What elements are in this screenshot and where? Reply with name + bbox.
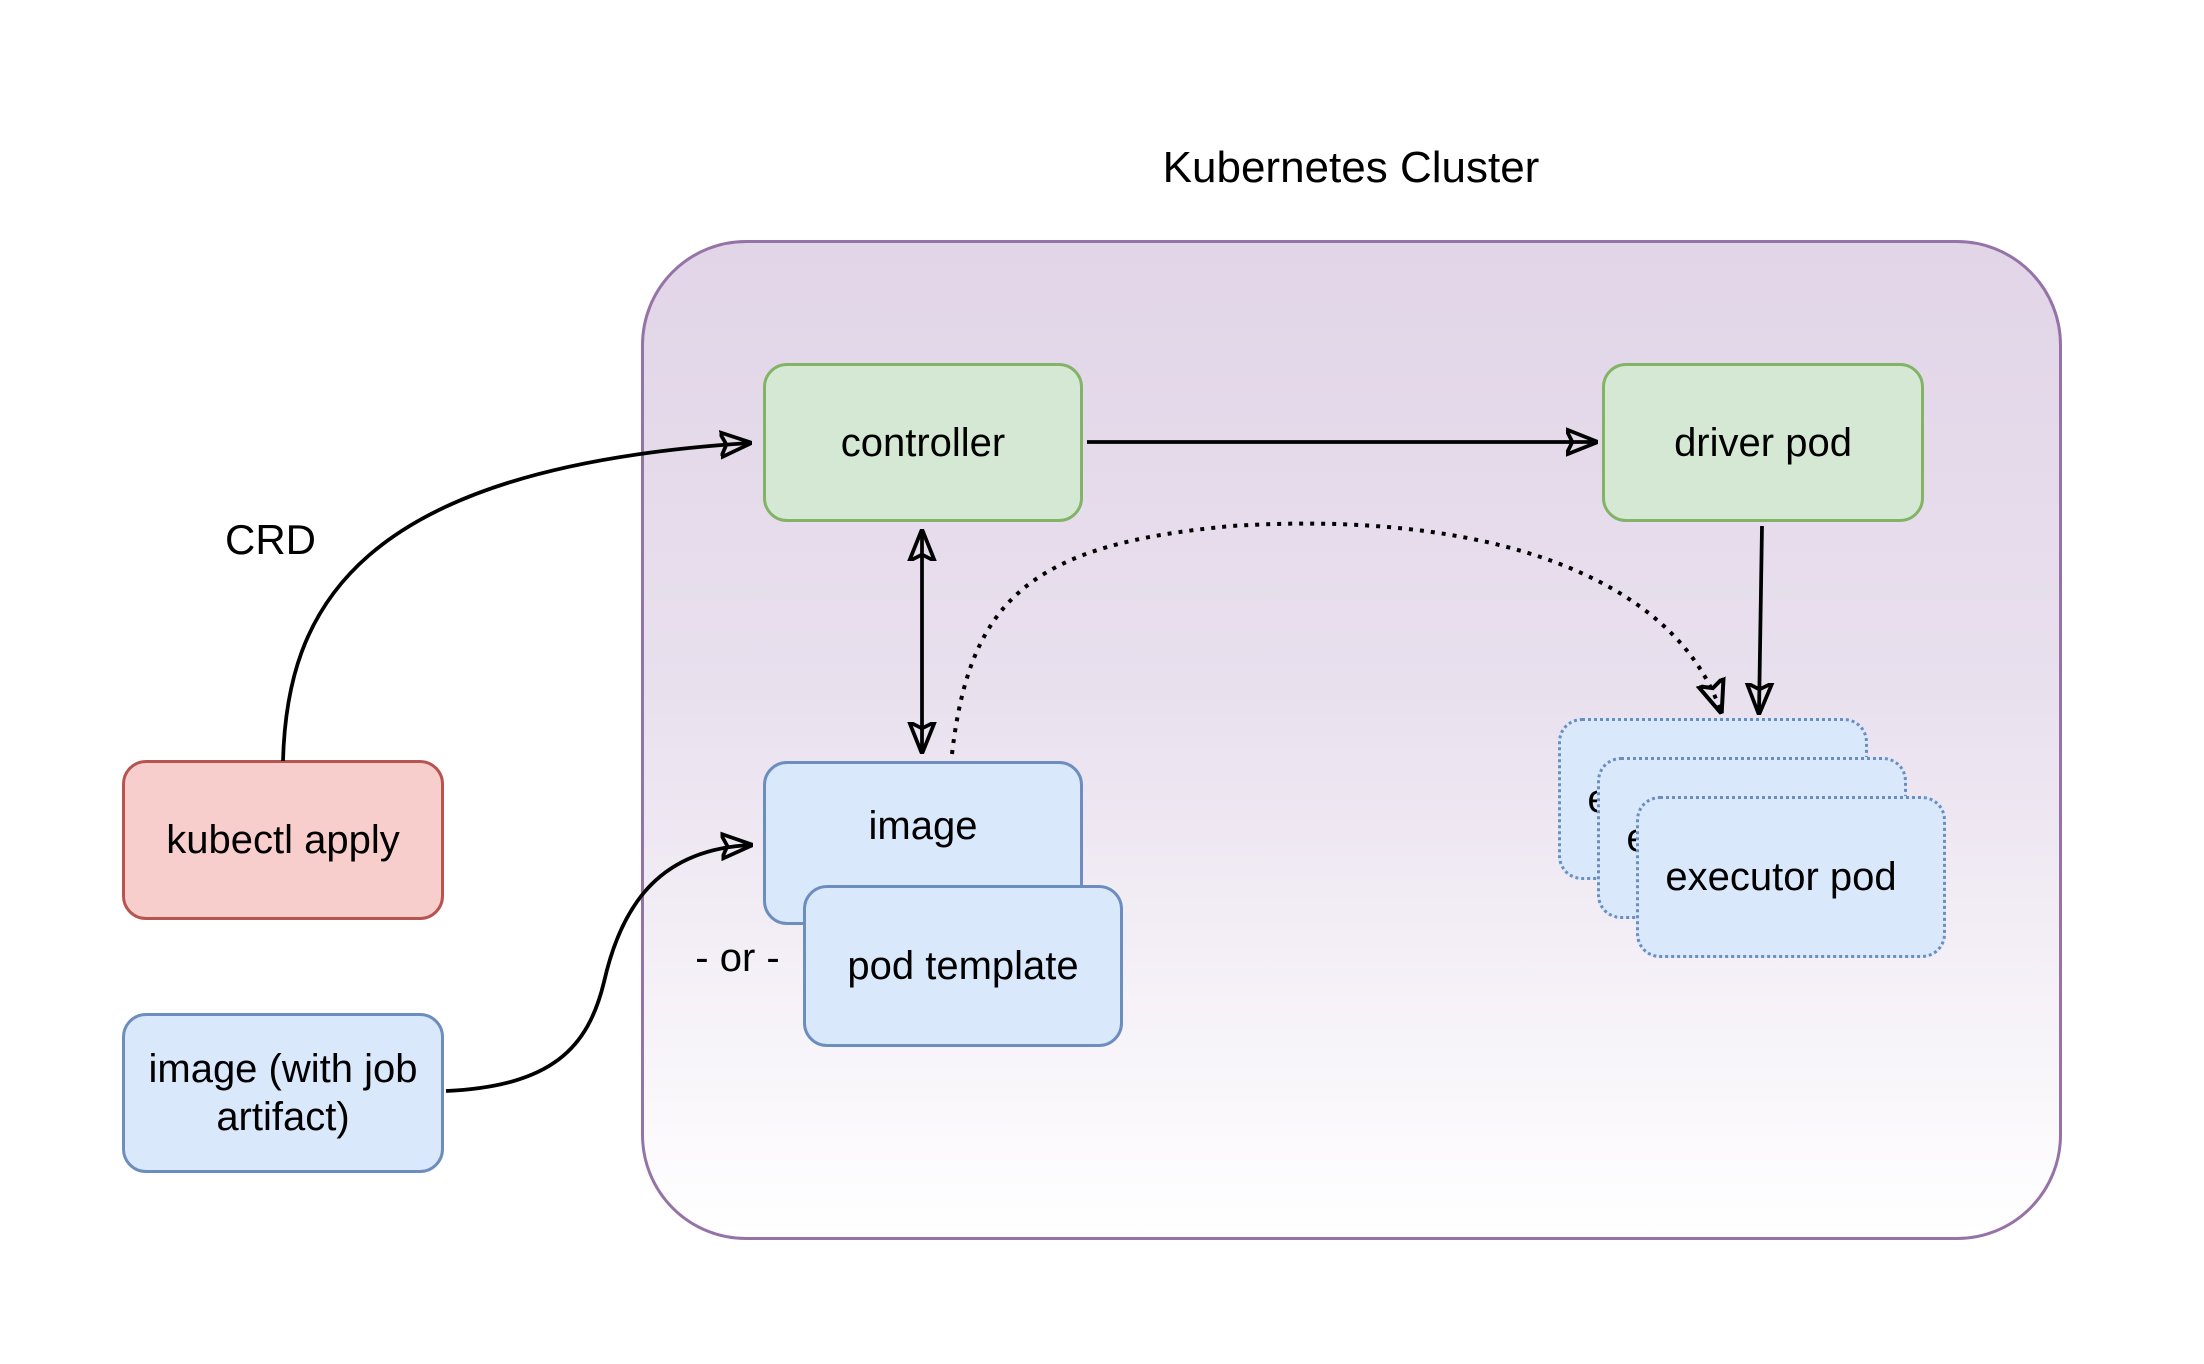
image-label: image (868, 804, 978, 848)
driver-pod-label: driver pod (1674, 420, 1852, 465)
pod-template-node: pod template (803, 885, 1123, 1047)
crd-edge-label: CRD (225, 516, 316, 563)
executor-pod-node-front: executor pod (1636, 796, 1946, 958)
controller-label: controller (840, 420, 1006, 465)
image-with-job-artifact-node: image (with job artifact) (122, 1013, 444, 1173)
or-edge-label: - or - (695, 936, 780, 980)
controller-node: controller (763, 363, 1083, 522)
kubectl-apply-label: kubectl apply (166, 818, 400, 862)
image-with-job-artifact-label: image (with job artifact) (148, 1047, 418, 1139)
kubectl-apply-node: kubectl apply (122, 760, 444, 920)
cluster-title: Kubernetes Cluster (1162, 143, 1540, 192)
pod-template-label: pod template (847, 944, 1079, 988)
executor-pod-label-front: executor pod (1665, 855, 1897, 899)
driver-pod-node: driver pod (1602, 363, 1924, 522)
